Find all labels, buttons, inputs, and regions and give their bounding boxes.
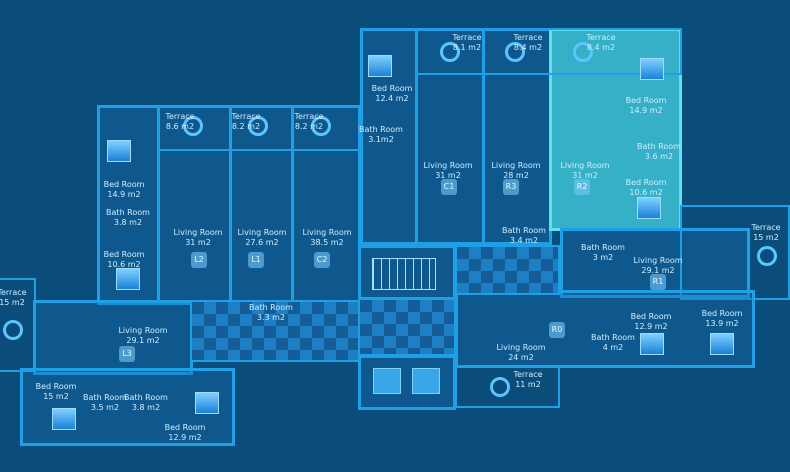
bed-icon <box>640 58 664 80</box>
plant-icon <box>248 116 268 136</box>
bed-icon <box>52 408 76 430</box>
unit-badge-l3[interactable]: L3 <box>119 346 135 362</box>
unit-badge-l1[interactable]: L1 <box>248 252 264 268</box>
plant-icon <box>757 246 777 266</box>
unit-badge-r0[interactable]: R0 <box>549 322 565 338</box>
plant-icon <box>490 377 510 397</box>
top-terrace-strip-2 <box>415 28 682 75</box>
bed-icon <box>710 333 734 355</box>
bed-icon <box>637 197 661 219</box>
bed-icon <box>107 140 131 162</box>
unit-badge-c2[interactable]: C2 <box>314 252 330 268</box>
bed-icon <box>368 55 392 77</box>
unit-badge-l2[interactable]: L2 <box>191 252 207 268</box>
unit-badge-r1[interactable]: R1 <box>650 274 666 290</box>
elevator-icon <box>373 368 401 394</box>
unit-r0 <box>455 290 755 368</box>
stairs-icon <box>372 258 436 290</box>
unit-badge-r3[interactable]: R3 <box>503 179 519 195</box>
elevator-icon <box>412 368 440 394</box>
plant-icon <box>573 42 593 62</box>
unit-c1 <box>415 28 485 245</box>
bottom-terrace <box>455 365 560 408</box>
corridor-right <box>455 245 560 295</box>
plant-icon <box>440 42 460 62</box>
plant-icon <box>183 116 203 136</box>
right-terrace <box>680 205 790 300</box>
corridor-left <box>190 300 360 362</box>
unit-r3 <box>482 28 552 245</box>
unit-c2 <box>291 105 361 305</box>
unit-l2 <box>157 105 232 305</box>
unit-badge-r2[interactable]: R2 <box>574 179 590 195</box>
left-terrace <box>0 278 36 372</box>
unit-l3 <box>33 300 193 375</box>
plant-icon <box>505 42 525 62</box>
plant-icon <box>3 320 23 340</box>
plant-icon <box>311 116 331 136</box>
unit-badge-c1[interactable]: C1 <box>441 179 457 195</box>
bed-icon <box>195 392 219 414</box>
bed-icon <box>640 333 664 355</box>
bed-icon <box>116 268 140 290</box>
corridor-center <box>358 298 456 356</box>
